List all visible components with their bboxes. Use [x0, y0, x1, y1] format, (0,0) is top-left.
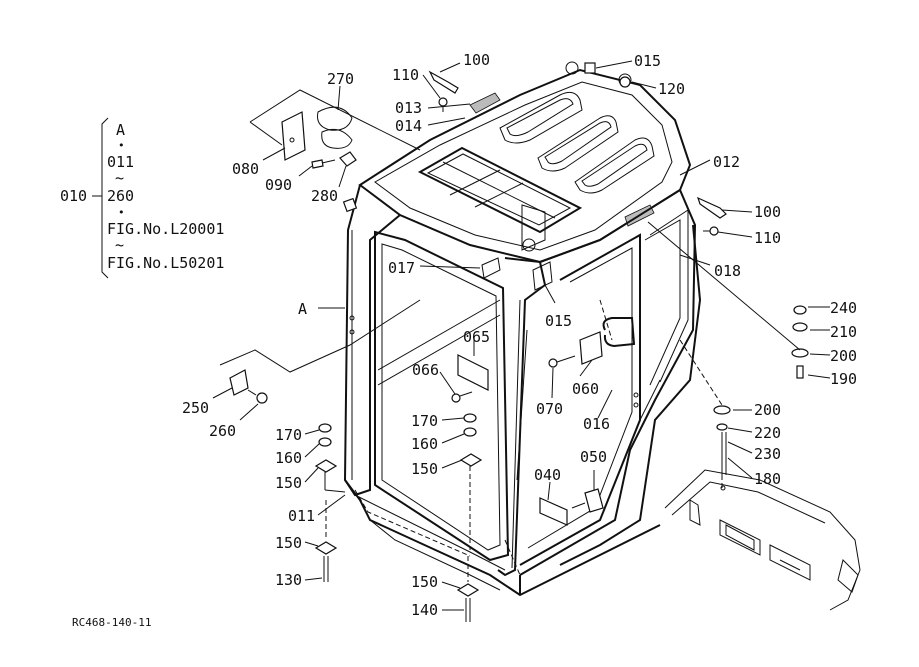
part-label: 110: [392, 66, 419, 84]
legend-to-fig: FIG.No.L50201: [107, 254, 224, 272]
part-label: 200: [830, 347, 857, 365]
legend-from-fig: FIG.No.L20001: [107, 220, 224, 238]
part-label: 015: [545, 312, 572, 330]
legend-from-part: 011: [107, 153, 134, 171]
part-label: 065: [463, 328, 490, 346]
part-label: 170: [275, 426, 302, 444]
legend-dot-1: •: [118, 139, 125, 152]
part-label: 012: [713, 153, 740, 171]
part-label: 160: [411, 435, 438, 453]
part-label: 150: [411, 573, 438, 591]
part-label: 170: [411, 412, 438, 430]
part-label: 017: [388, 259, 415, 277]
part-label: 066: [412, 361, 439, 379]
part-label: 130: [275, 571, 302, 589]
chassis-fragment: [664, 469, 861, 611]
legend-to-part: 260: [107, 187, 134, 205]
part-label: 160: [275, 449, 302, 467]
legend-group-number: 010: [60, 187, 87, 205]
part-label: 014: [395, 117, 422, 135]
part-label: A: [298, 300, 307, 318]
part-label: 080: [232, 160, 259, 178]
figure-code: RC468-140-11: [72, 616, 151, 629]
part-label: 230: [754, 445, 781, 463]
part-label: 120: [658, 80, 685, 98]
part-label: 040: [534, 466, 561, 484]
legend-letter: A: [116, 121, 125, 139]
part-label: 140: [411, 601, 438, 619]
part-label: 060: [572, 380, 599, 398]
legend-tilde-1: ~: [115, 169, 124, 187]
part-label: 220: [754, 424, 781, 442]
legend-tilde-2: ~: [115, 236, 124, 254]
part-label: 150: [275, 534, 302, 552]
part-label: 200: [754, 401, 781, 419]
loose-parts: [229, 70, 809, 622]
part-label: 013: [395, 99, 422, 117]
part-label: 100: [463, 51, 490, 69]
cabin-frame: [342, 61, 702, 597]
part-label: 018: [714, 262, 741, 280]
part-label: 110: [754, 229, 781, 247]
part-label: 100: [754, 203, 781, 221]
part-label: 240: [830, 299, 857, 317]
leader-lines: [212, 60, 831, 611]
part-label: 250: [182, 399, 209, 417]
legend: 010 A • 011 ~ 260 • FIG.No.L20001 ~ FIG.…: [60, 117, 224, 279]
part-label: 280: [311, 187, 338, 205]
legend-dot-2: •: [118, 206, 125, 219]
part-label: 190: [830, 370, 857, 388]
part-label: 090: [265, 176, 292, 194]
part-label: 016: [583, 415, 610, 433]
part-label: 150: [275, 474, 302, 492]
part-label: 210: [830, 323, 857, 341]
part-label: 050: [580, 448, 607, 466]
part-label: 270: [327, 70, 354, 88]
part-label: 070: [536, 400, 563, 418]
part-labels: 100 110 015 120 013 014 270 080 090 280 …: [182, 51, 857, 619]
part-label: 180: [754, 470, 781, 488]
part-label: 015: [634, 52, 661, 70]
part-label: 150: [411, 460, 438, 478]
part-label: 011: [288, 507, 315, 525]
part-label: 260: [209, 422, 236, 440]
